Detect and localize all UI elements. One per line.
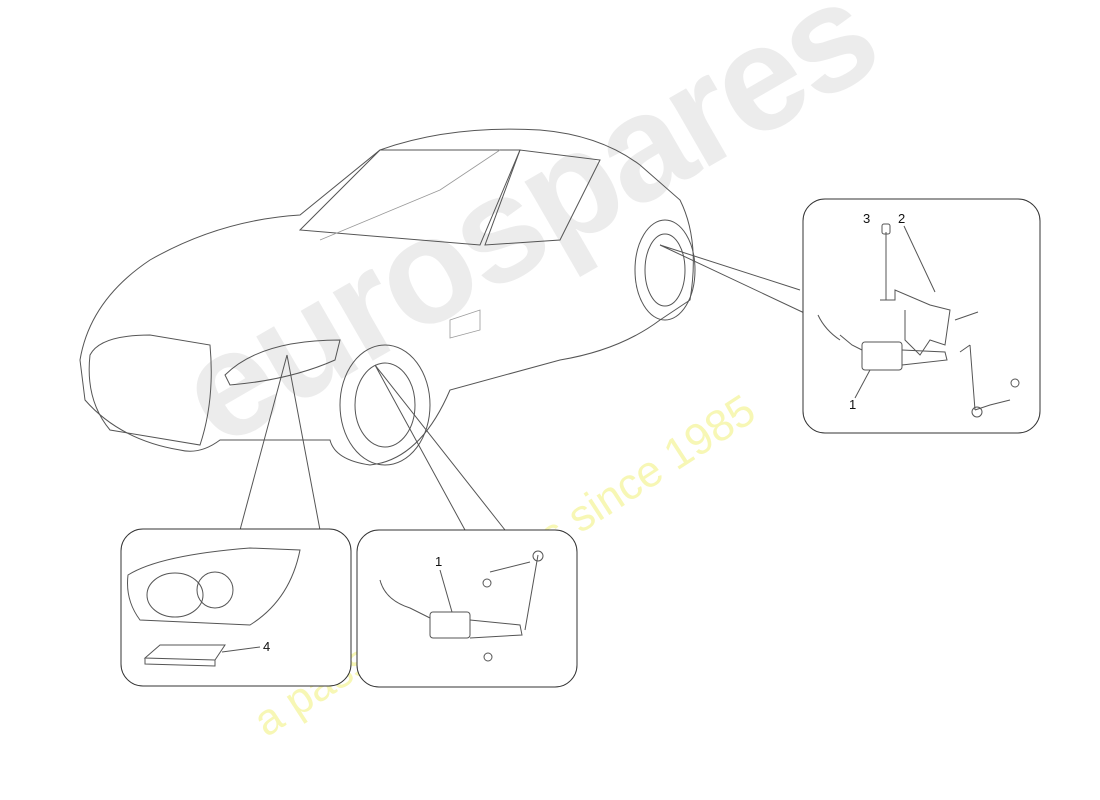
callout-2: 2 bbox=[898, 211, 905, 226]
callout-1-front: 1 bbox=[435, 554, 442, 569]
headlight-detail: 4 bbox=[120, 528, 352, 687]
front-sensor-detail: 1 bbox=[356, 529, 578, 688]
callout-3: 3 bbox=[863, 211, 870, 226]
callout-1: 1 bbox=[849, 397, 856, 412]
callout-4: 4 bbox=[263, 639, 270, 654]
car-illustration bbox=[79, 128, 696, 466]
rear-sensor-detail: 3 2 1 bbox=[802, 198, 1041, 434]
leader-lines bbox=[239, 244, 816, 531]
